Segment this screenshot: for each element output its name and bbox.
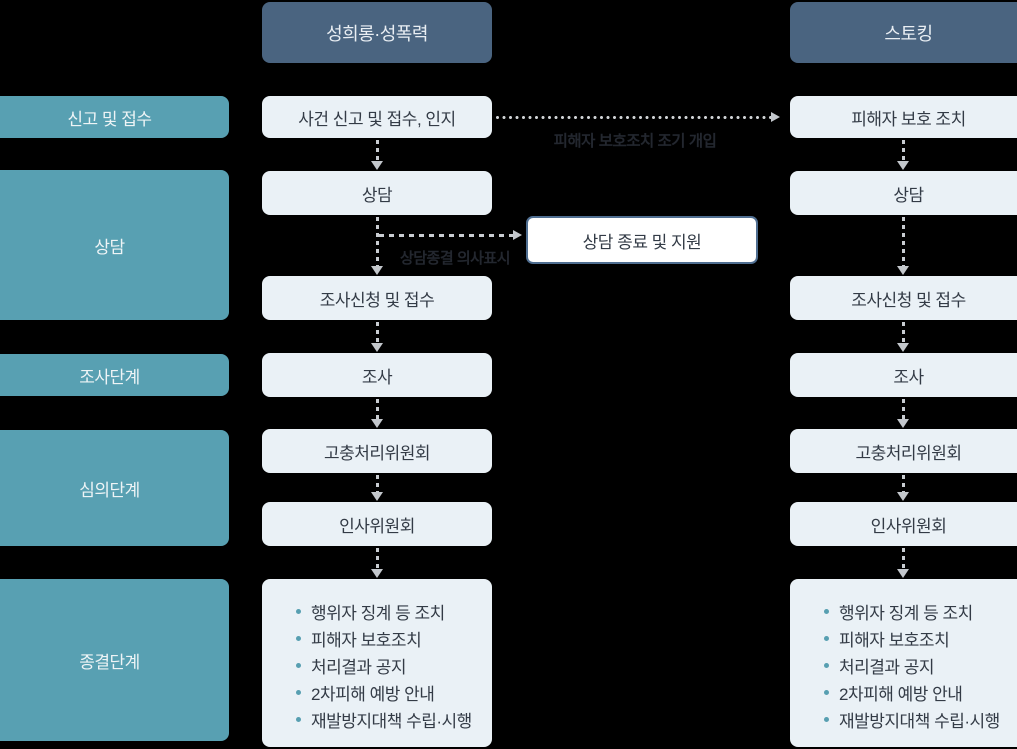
- step-label: 고충처리위원회: [324, 443, 430, 463]
- down-arrow: [897, 322, 909, 352]
- bullet-dot-icon: [296, 690, 301, 695]
- stalking-step-apply: 조사신청 및 접수: [790, 276, 1017, 320]
- bullet-dot-icon: [296, 663, 301, 668]
- bullet-dot-icon: [824, 690, 829, 695]
- stage-closure-box: 종결단계: [0, 579, 229, 741]
- bullet-dot-icon: [296, 609, 301, 614]
- outcome-item: 피해자 보호조치: [296, 625, 492, 652]
- step-label: 인사위원회: [870, 516, 947, 536]
- bullet-dot-icon: [296, 717, 301, 722]
- bullet-dot-icon: [824, 717, 829, 722]
- harassment-header: 성희롱·성폭력: [262, 2, 492, 63]
- outcome-label: 2차피해 예방 안내: [839, 685, 963, 704]
- stage-closure-label: 종결단계: [79, 652, 140, 672]
- step-label: 조사: [893, 367, 924, 387]
- down-arrow: [897, 217, 909, 275]
- down-arrow: [897, 140, 909, 170]
- stalking-outcomes-box: 행위자 징계 등 조치 피해자 보호조치 처리결과 공지 2차피해 예방 안내 …: [790, 579, 1017, 747]
- outcome-label: 처리결과 공지: [839, 658, 935, 677]
- stage-investigation-box: 조사단계: [0, 354, 229, 396]
- step-label: 피해자 보호 조치: [851, 109, 966, 129]
- stage-report-box: 신고 및 접수: [0, 96, 229, 138]
- stalking-step-personnel-committee: 인사위원회: [790, 502, 1017, 546]
- step-label: 고충처리위원회: [855, 443, 962, 463]
- outcome-item: 행위자 징계 등 조치: [296, 598, 492, 625]
- bullet-dot-icon: [296, 636, 301, 641]
- counsel-end-arrow: [379, 230, 522, 240]
- outcome-label: 2차피해 예방 안내: [311, 685, 435, 704]
- stalking-step-counsel: 상담: [790, 171, 1017, 215]
- step-label: 조사: [361, 367, 393, 387]
- outcome-item: 재발방지대책 수립·시행: [296, 706, 492, 733]
- stage-deliberation-label: 심의단계: [79, 480, 140, 500]
- early-intervention-arrow: [496, 112, 780, 122]
- harassment-outcomes-box: 행위자 징계 등 조치 피해자 보호조치 처리결과 공지 2차피해 예방 안내 …: [262, 579, 492, 747]
- outcome-label: 재발방지대책 수립·시행: [839, 712, 1000, 731]
- harassment-step-grievance-committee: 고충처리위원회: [262, 429, 492, 473]
- outcome-label: 피해자 보호조치: [311, 631, 422, 650]
- harassment-step-investigation: 조사: [262, 353, 492, 397]
- down-arrow: [371, 475, 383, 501]
- outcome-item: 처리결과 공지: [296, 652, 492, 679]
- outcome-label: 행위자 징계 등 조치: [311, 604, 445, 623]
- counsel-end-intent-label: 상담종결 의사표시: [399, 250, 511, 267]
- down-arrow: [371, 217, 383, 275]
- bullet-dot-icon: [824, 609, 829, 614]
- down-arrow: [371, 548, 383, 578]
- step-label: 사건 신고 및 접수, 인지: [298, 109, 456, 129]
- outcome-label: 행위자 징계 등 조치: [839, 604, 973, 623]
- outcome-item: 2차피해 예방 안내: [824, 679, 1017, 706]
- harassment-step-personnel-committee: 인사위원회: [262, 502, 492, 546]
- harassment-header-label: 성희롱·성폭력: [326, 23, 428, 44]
- stage-counsel-label: 상담: [94, 237, 125, 257]
- harassment-step-report: 사건 신고 및 접수, 인지: [262, 96, 492, 138]
- step-label: 상담: [361, 185, 393, 205]
- outcome-label: 처리결과 공지: [311, 658, 407, 677]
- stalking-header: 스토킹: [790, 2, 1017, 63]
- step-label: 인사위원회: [339, 516, 415, 536]
- down-arrow: [371, 140, 383, 170]
- outcome-label: 피해자 보호조치: [839, 631, 950, 650]
- harassment-step-apply: 조사신청 및 접수: [262, 276, 492, 320]
- bullet-dot-icon: [824, 663, 829, 668]
- outcome-item: 행위자 징계 등 조치: [824, 598, 1017, 625]
- outcome-item: 2차피해 예방 안내: [296, 679, 492, 706]
- down-arrow: [371, 399, 383, 428]
- down-arrow: [371, 322, 383, 352]
- early-intervention-label: 피해자 보호조치 조기 개입: [553, 133, 717, 150]
- outcome-item: 피해자 보호조치: [824, 625, 1017, 652]
- bullet-dot-icon: [824, 636, 829, 641]
- stalking-header-label: 스토킹: [884, 23, 933, 44]
- stage-report-label: 신고 및 접수: [67, 109, 152, 129]
- step-label: 상담: [893, 185, 924, 205]
- step-label: 조사신청 및 접수: [851, 290, 966, 310]
- outcome-label: 재발방지대책 수립·시행: [311, 712, 472, 731]
- outcome-item: 재발방지대책 수립·시행: [824, 706, 1017, 733]
- stalking-step-protection: 피해자 보호 조치: [790, 96, 1017, 138]
- harassment-step-counsel: 상담: [262, 171, 492, 215]
- counsel-end-support-box: 상담 종료 및 지원: [526, 216, 758, 264]
- stage-investigation-label: 조사단계: [79, 367, 140, 387]
- stage-deliberation-box: 심의단계: [0, 430, 229, 546]
- counsel-end-support-label: 상담 종료 및 지원: [582, 232, 702, 252]
- down-arrow: [897, 399, 909, 428]
- stalking-step-investigation: 조사: [790, 353, 1017, 397]
- stage-counsel-box: 상담: [0, 170, 229, 320]
- down-arrow: [897, 548, 909, 578]
- step-label: 조사신청 및 접수: [319, 290, 435, 310]
- down-arrow: [897, 475, 909, 501]
- stalking-step-grievance-committee: 고충처리위원회: [790, 429, 1017, 473]
- outcome-item: 처리결과 공지: [824, 652, 1017, 679]
